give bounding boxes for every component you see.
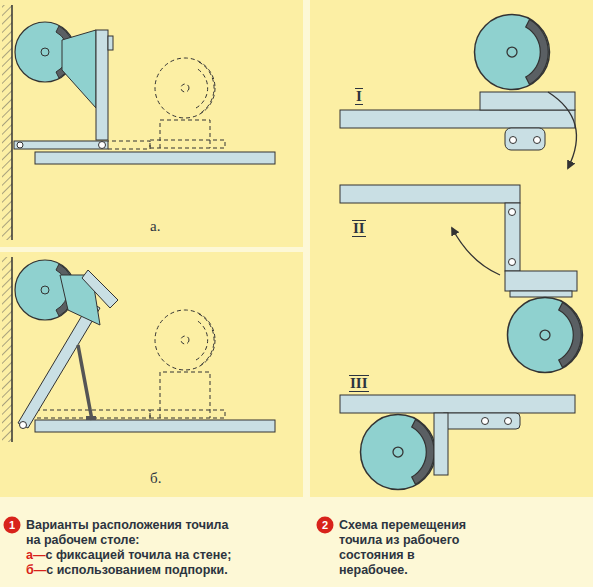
panels	[0, 252, 303, 497]
grinder-dashed-position	[155, 58, 215, 118]
grinder-on-prop	[86, 416, 96, 420]
state-one	[548, 92, 576, 168]
wall	[2, 5, 12, 442]
state-three	[434, 413, 448, 475]
panels	[310, 0, 593, 497]
grinder-wall-mounted	[108, 36, 113, 50]
state-two	[340, 185, 583, 373]
panel-letter: а.	[150, 218, 160, 235]
state-three	[361, 415, 436, 490]
panel-letter: б.	[150, 470, 161, 487]
grinder-dashed-position	[108, 141, 150, 149]
work-table	[35, 152, 275, 432]
state-one	[475, 15, 550, 90]
callout-number: 2	[317, 517, 333, 533]
state-two	[505, 271, 577, 291]
grinder-wall-mounted	[14, 22, 113, 149]
state-three	[340, 395, 575, 413]
grinder-wall-mounted	[96, 30, 108, 140]
step-number: I	[355, 88, 363, 105]
state-two	[340, 185, 520, 203]
callout-number: 1	[4, 517, 20, 533]
grinder-on-prop	[82, 270, 118, 308]
state-two	[508, 298, 583, 373]
grinder-on-prop	[78, 345, 92, 420]
state-one	[340, 15, 576, 169]
state-two	[509, 209, 516, 216]
work-table	[35, 152, 275, 164]
state-two	[505, 203, 520, 271]
state-three	[482, 418, 489, 425]
step-number: II	[352, 220, 366, 237]
callout-circle	[4, 517, 21, 534]
caption-key: а—	[26, 548, 45, 563]
wall	[2, 5, 12, 240]
state-two	[509, 259, 516, 266]
state-one	[510, 137, 517, 144]
grinder-wall-mounted	[14, 141, 108, 149]
caption-key: б—	[26, 563, 46, 578]
wall	[11, 5, 13, 240]
state-two	[452, 228, 500, 275]
grinder-dashed-position	[150, 372, 225, 418]
panels	[0, 0, 593, 497]
grinder-wall-mounted	[99, 142, 106, 149]
caption-text: Варианты расположения точила на рабочем …	[26, 518, 244, 548]
grinder-on-prop	[15, 260, 118, 429]
caption-text: с использованием подпорки.	[46, 563, 228, 578]
state-one	[534, 137, 541, 144]
caption-text: с фиксацией точила на стене;	[45, 548, 231, 563]
wall	[11, 257, 13, 442]
state-three	[505, 418, 512, 425]
state-one	[505, 128, 545, 150]
grinder-on-prop	[20, 422, 27, 429]
step-number: III	[349, 375, 369, 392]
grinder-dashed-position	[155, 310, 215, 370]
state-two	[510, 291, 572, 297]
grinder-dashed-position	[150, 120, 225, 148]
callout-circle	[317, 517, 334, 534]
wall	[2, 257, 12, 442]
grinder-wall-mounted	[62, 30, 96, 108]
panels	[0, 0, 303, 247]
work-table	[35, 420, 275, 432]
state-three	[440, 413, 520, 429]
grinder-on-prop	[18, 302, 100, 428]
grinder-wall-mounted	[17, 142, 23, 148]
caption-text: Схема перемещения точила из рабочего сос…	[339, 518, 479, 578]
state-one	[340, 110, 575, 128]
state-three	[340, 395, 575, 490]
